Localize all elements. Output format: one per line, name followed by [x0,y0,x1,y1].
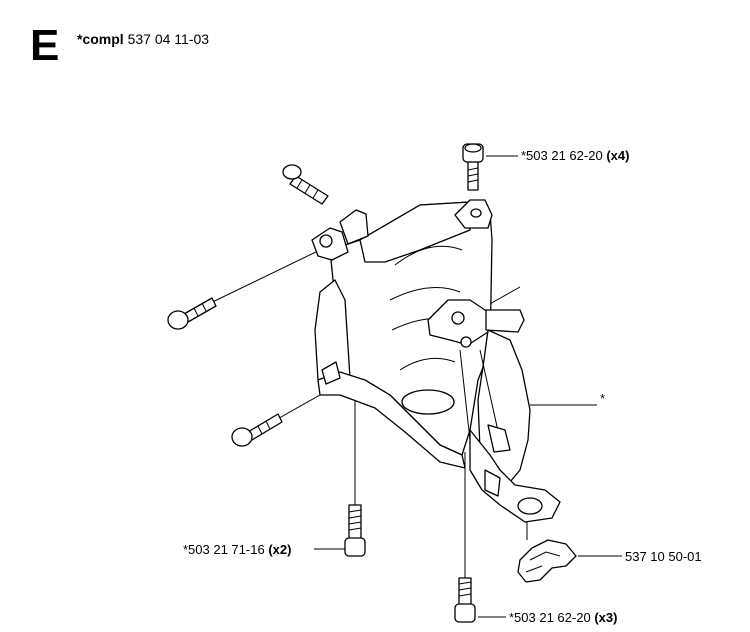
screw-lower-left [231,413,283,447]
callout-left-bottom-screw: *503 21 71-16 (x2) [183,543,291,556]
callout-left-bottom-screw-number: *503 21 71-16 [183,542,265,557]
assembly-label: *compl 537 04 11-03 [77,31,209,47]
section-letter: E [30,21,60,70]
callout-top-screw-qty: (x4) [606,148,630,163]
screw-top [462,143,484,191]
screw-bottom [454,577,476,623]
callout-bottom-screw-number: *503 21 62-20 [509,610,591,625]
callout-bottom-screw-qty: (x3) [594,610,618,625]
callout-left-bottom-screw-qty: (x2) [268,542,292,557]
assembly-prefix: *compl [77,31,124,47]
screw-mid-left [167,297,217,330]
screw-upper-left [282,164,329,205]
housing-bracket [311,199,561,523]
screw-left-bottom [344,504,366,557]
callout-top-screw: *503 21 62-20 (x4) [521,149,629,162]
callout-clip: 537 10 50-01 [625,549,702,564]
assembly-number: 537 04 11-03 [127,31,210,47]
callout-housing: * [600,391,606,406]
clip-part [517,539,577,583]
callout-top-screw-number: *503 21 62-20 [521,148,603,163]
callout-bottom-screw: *503 21 62-20 (x3) [509,611,617,624]
